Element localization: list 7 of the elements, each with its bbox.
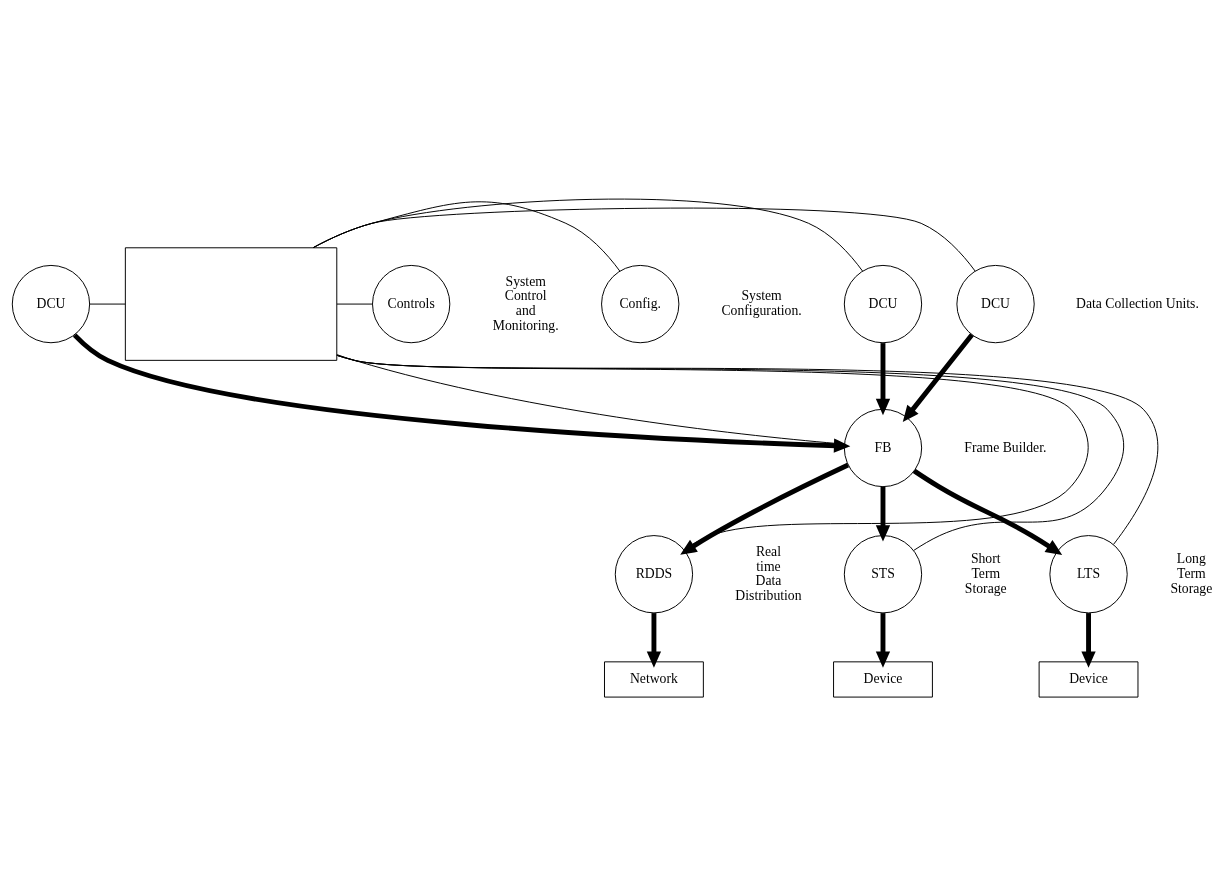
node-label: Real time Data Distribution [735, 543, 802, 603]
node-label: System Control and Monitoring. [492, 273, 559, 333]
node-label: Short Term Storage [964, 550, 1007, 596]
label: Data Collection Units. [1076, 295, 1199, 311]
node-label: Long Term Storage [1170, 550, 1213, 596]
node-label: System Configuration. [721, 287, 802, 318]
node-label: Frame Builder. [964, 439, 1047, 455]
